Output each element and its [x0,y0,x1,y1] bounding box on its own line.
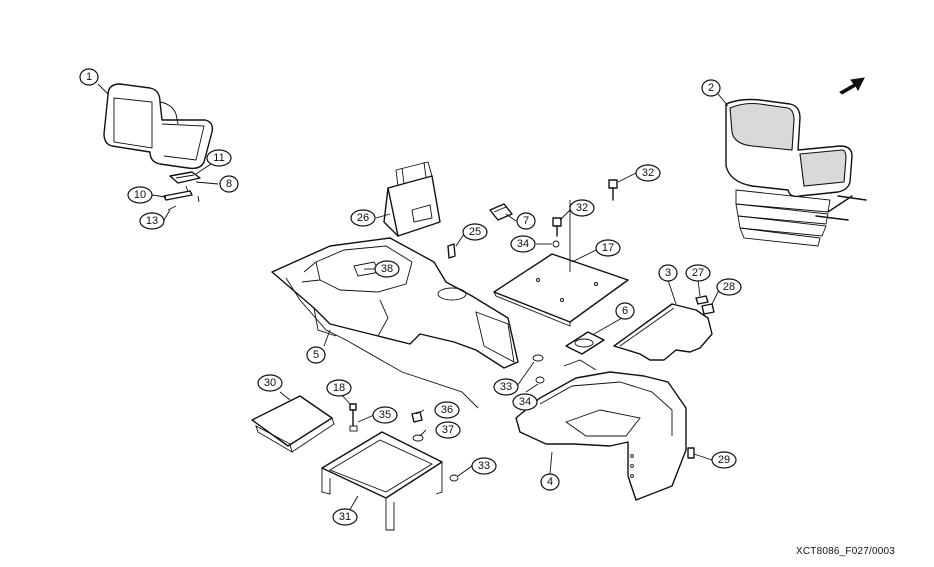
svg-text:30: 30 [264,377,276,389]
svg-text:27: 27 [692,267,704,279]
callout-11: 11 [206,149,232,167]
floor-plate-part [493,200,629,327]
svg-text:33: 33 [478,460,490,472]
callout-4: 4 [540,473,560,491]
svg-text:8: 8 [226,178,232,190]
callout-18: 18 [326,379,352,397]
callout-32-right: 32 [635,164,661,182]
svg-text:38: 38 [381,263,393,275]
svg-text:34: 34 [519,396,531,408]
frame-bracket-part [321,431,443,531]
suspension-seat-part [725,98,867,247]
svg-text:36: 36 [441,404,453,416]
callout-30: 30 [257,374,283,392]
callout-5: 5 [306,346,326,364]
callout-36: 36 [434,401,460,419]
callout-34-top: 34 [510,235,536,253]
svg-text:31: 31 [339,511,351,523]
callout-10: 10 [127,186,153,204]
pedal-boot-part [565,331,605,355]
callout-13: 13 [139,212,165,230]
svg-text:32: 32 [642,167,654,179]
tray-part [251,395,335,453]
svg-text:1: 1 [86,71,92,83]
battery-box-part [383,161,441,237]
callout-33-bottom: 33 [471,457,497,475]
svg-text:34: 34 [517,238,529,250]
clip-parts [695,295,715,315]
callout-29: 29 [711,451,737,469]
seat-hardware-parts [163,171,201,211]
svg-text:10: 10 [134,189,146,201]
svg-text:28: 28 [723,281,735,293]
svg-text:5: 5 [313,349,319,361]
callout-17: 17 [595,239,621,257]
callout-33-middle: 33 [493,378,519,396]
arrow-up-right-icon [839,77,865,95]
svg-text:2: 2 [708,82,714,94]
svg-text:32: 32 [576,202,588,214]
callout-28: 28 [716,278,742,296]
svg-text:37: 37 [442,424,454,436]
callout-32-left: 32 [569,199,595,217]
fender-console-part [515,359,687,501]
callout-31: 31 [332,508,358,526]
callout-27: 27 [685,264,711,282]
main-body-part [271,237,519,409]
svg-text:7: 7 [523,215,529,227]
svg-text:33: 33 [500,381,512,393]
fastener-parts [349,354,695,482]
bolt-part [447,243,456,259]
callout-35: 35 [372,406,398,424]
callout-26: 26 [350,209,376,227]
callout-1: 1 [79,68,99,86]
svg-text:35: 35 [379,409,391,421]
callout-3: 3 [658,264,678,282]
callout-34-bottom: 34 [512,393,538,411]
callout-6: 6 [615,302,635,320]
callout-2: 2 [701,79,721,97]
svg-text:29: 29 [718,454,730,466]
seat-bucket-part [103,83,214,170]
callout-25: 25 [462,223,488,241]
svg-text:18: 18 [333,382,345,394]
floor-mat-part [613,303,713,361]
latch-bracket-part [489,203,513,221]
figure-id: XCT8086_F027/0003 [796,546,896,557]
svg-text:3: 3 [665,267,671,279]
callout-37: 37 [435,421,461,439]
callout-7: 7 [516,212,536,230]
svg-text:6: 6 [622,305,628,317]
svg-text:13: 13 [146,215,158,227]
svg-text:26: 26 [357,212,369,224]
leader-lines [97,83,729,517]
callouts: 1 2 11 8 10 13 26 38 5 25 7 34 32 32 17 … [79,68,742,526]
callout-38: 38 [374,260,400,278]
callout-8: 8 [219,175,239,193]
svg-text:11: 11 [213,152,224,164]
svg-text:4: 4 [547,476,553,488]
svg-text:17: 17 [602,242,614,254]
svg-text:25: 25 [469,226,481,238]
bolt-32-parts [552,179,618,248]
